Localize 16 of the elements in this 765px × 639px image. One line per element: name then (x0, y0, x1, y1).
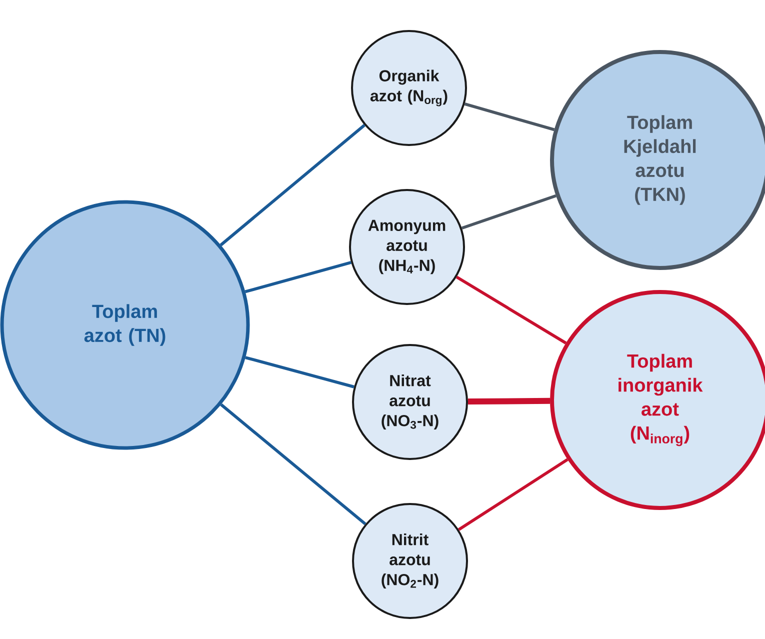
circle-node: Nitrat azotu (NO$_{3}$-N) (352, 344, 468, 460)
connector-line (220, 403, 366, 526)
circle-node: Nitrit azotu (NO$_{2}$-N) (352, 503, 468, 619)
circle-node: Toplam inorganik azot (N$_{inorg}$) (550, 290, 765, 510)
circle-node: Amonyum azotu (NH$_{4}$-N) (349, 189, 465, 305)
connector-line (468, 398, 550, 405)
connector-line (245, 356, 354, 388)
circle-node: Organik azot (N$_{org}$) (351, 30, 467, 146)
connector-line (464, 102, 555, 132)
connector-line (244, 261, 352, 294)
connector-line (456, 276, 567, 344)
connector-line (458, 458, 568, 531)
circle-node: Toplam Kjeldahl azotu (TKN) (550, 50, 765, 270)
circle-node: Toplam azot (TN) (0, 200, 250, 450)
connector-line (220, 124, 366, 246)
connector-line (461, 194, 556, 230)
